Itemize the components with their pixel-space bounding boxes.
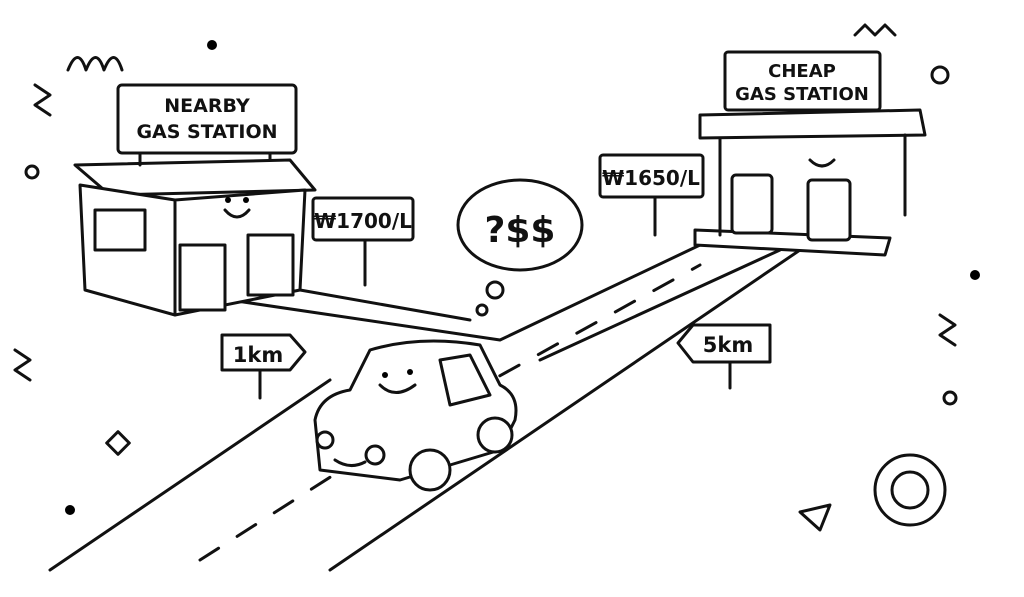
distance-5km: 5km (703, 333, 753, 357)
nearby-sign-line1: NEARBY (164, 95, 250, 117)
cheap-sign-line1: CHEAP (768, 61, 836, 82)
distance-sign-1km: 1km (220, 333, 307, 400)
cheap-gas-station: CHEAP GAS STATION (693, 50, 927, 257)
nearby-price-sign: ₩1700/L (311, 196, 415, 287)
nearby-gas-station: NEARBY GAS STATION (73, 83, 317, 317)
decorations (13, 23, 980, 532)
cheap-sign-line2: GAS STATION (735, 84, 869, 105)
cheap-price-sign: ₩1650/L (598, 153, 705, 237)
road (48, 243, 802, 572)
car (313, 339, 518, 492)
thought-text: ?$$ (485, 210, 556, 251)
nearby-sign-line2: GAS STATION (136, 121, 277, 143)
distance-1km: 1km (233, 343, 283, 367)
distance-sign-5km: 5km (676, 323, 772, 390)
nearby-price: ₩1700/L (314, 209, 412, 233)
cheap-price: ₩1650/L (602, 166, 700, 190)
thought-bubble: ?$$ (456, 178, 584, 317)
